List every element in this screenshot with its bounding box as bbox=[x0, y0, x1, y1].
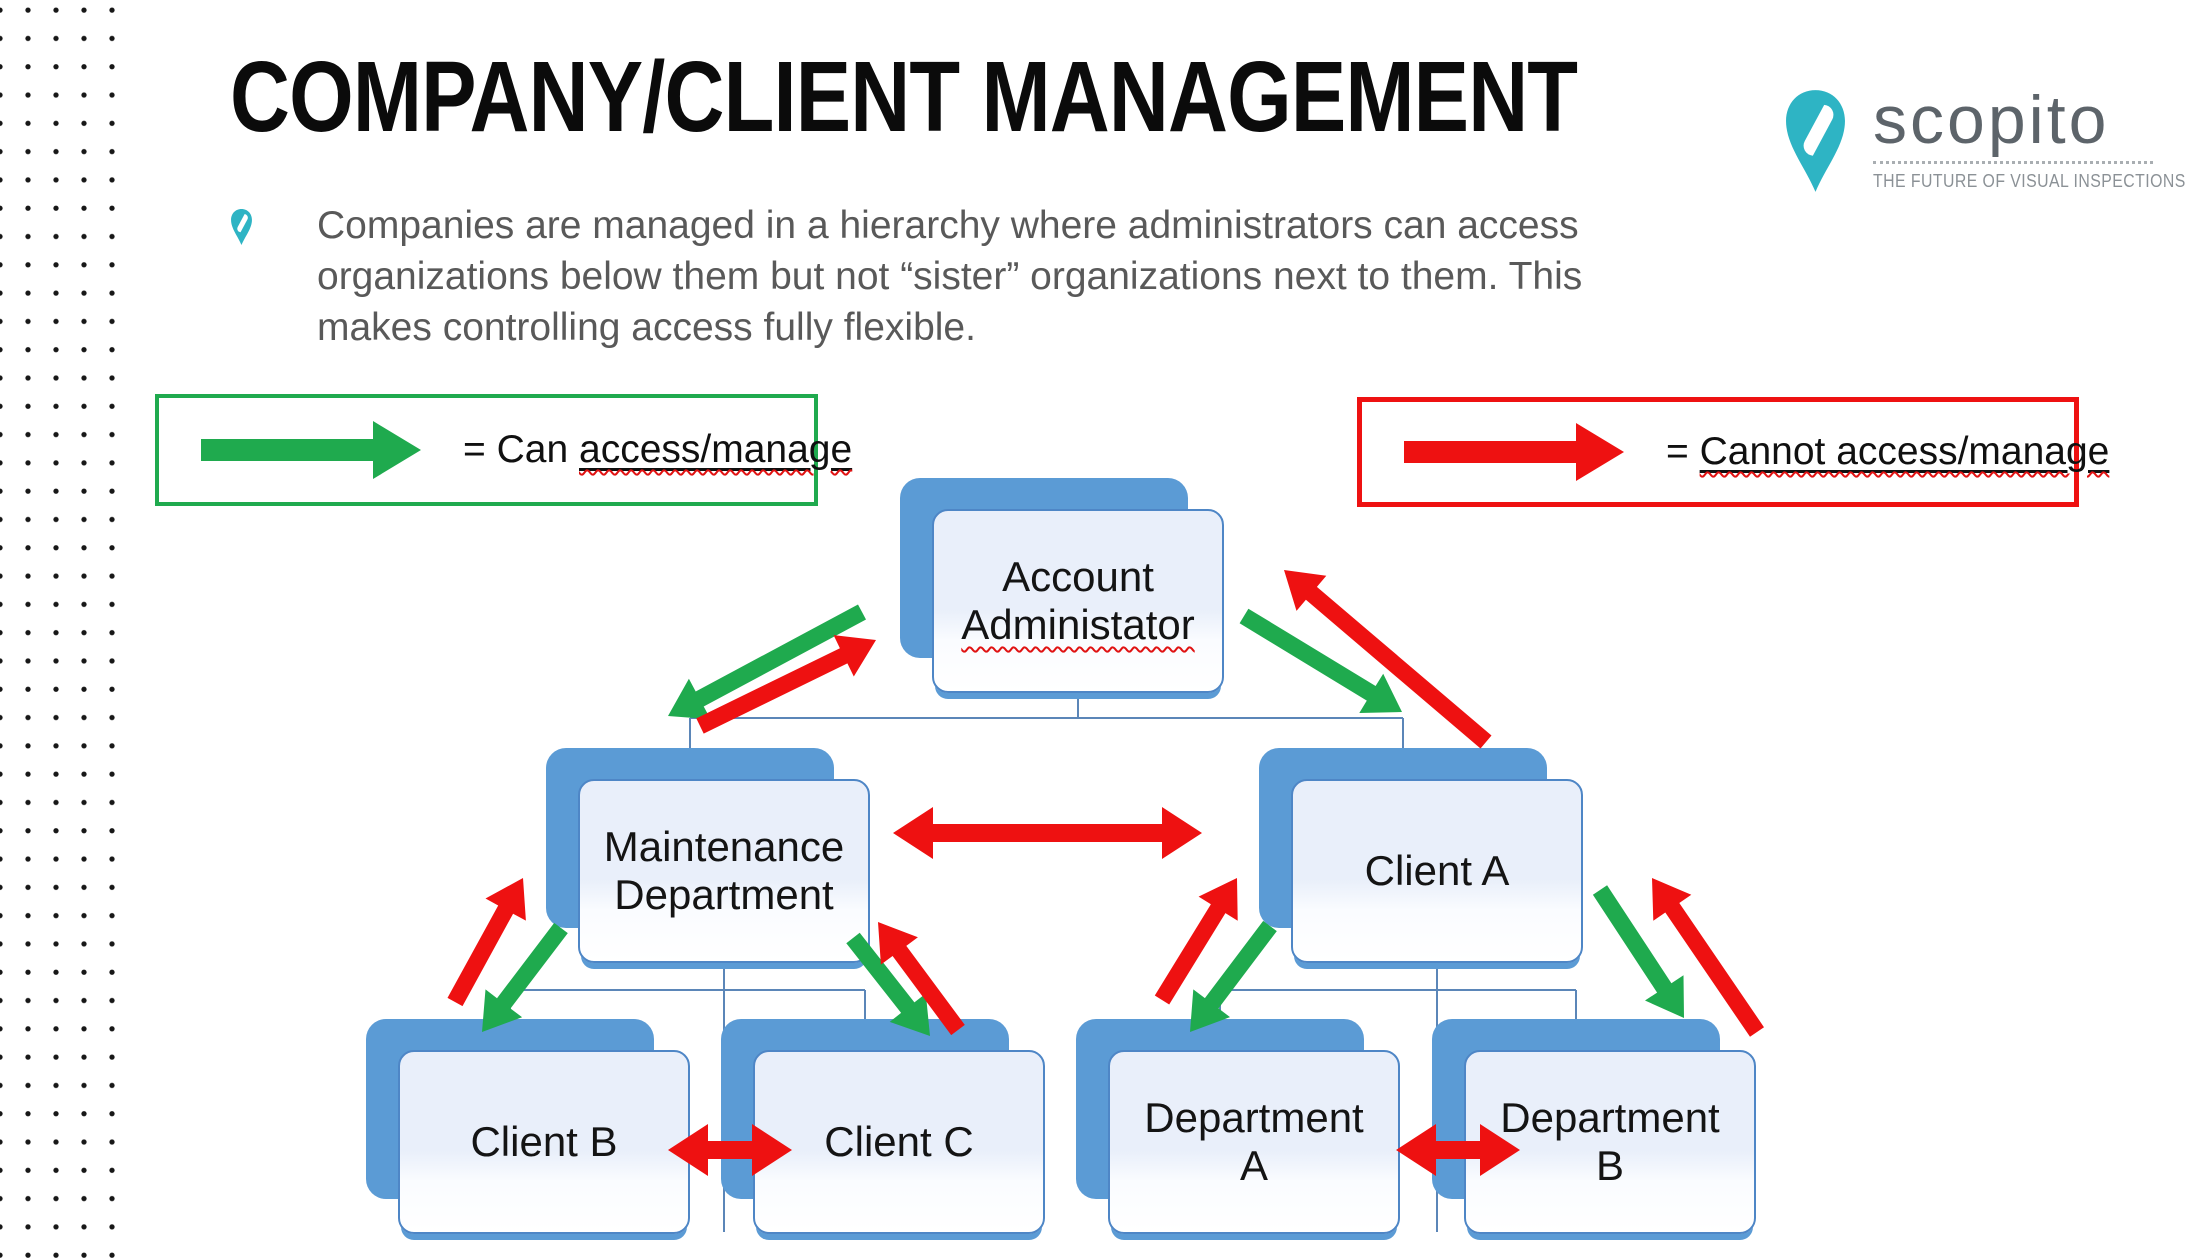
arrow-cannot-e5 bbox=[893, 807, 1202, 859]
green-arrow-icon bbox=[201, 421, 421, 479]
scopito-pin-icon bbox=[1786, 90, 1845, 192]
node-client-c: Client C bbox=[721, 1019, 1045, 1234]
arrow-can-e3 bbox=[1239, 608, 1402, 713]
bullet-paragraph-row: Companies are managed in a hierarchy whe… bbox=[228, 200, 1582, 353]
node-client-a: Client A bbox=[1259, 748, 1583, 963]
arrow-cannot-e11 bbox=[1154, 878, 1238, 1005]
page-title: COMPANY/CLIENT MANAGEMENT bbox=[230, 41, 1578, 153]
legend-can-access: = Can access/manage bbox=[155, 394, 852, 506]
bullet-line-2: organizations below them but not “sister… bbox=[317, 255, 1583, 298]
logo-dotted-divider bbox=[1873, 161, 2153, 164]
arrow-can-e13 bbox=[1592, 885, 1684, 1018]
dot-pattern-decoration bbox=[0, 0, 122, 1259]
node-front-card: Client A bbox=[1291, 779, 1583, 963]
brand-wordmark: scopito bbox=[1873, 82, 2110, 158]
arrow-cannot-e4 bbox=[1284, 570, 1492, 749]
scopito-pin-bullet-icon bbox=[231, 208, 252, 246]
bullet-paragraph: Companies are managed in a hierarchy whe… bbox=[317, 200, 1582, 353]
arrow-cannot-e2 bbox=[696, 635, 876, 734]
legend-cannot-access: = Cannot access/manage bbox=[1357, 397, 2109, 507]
node-client-b: Client B bbox=[366, 1019, 690, 1234]
node-front-card: Client B bbox=[398, 1050, 690, 1234]
arrow-cannot-e6 bbox=[447, 878, 526, 1007]
legend-cannot-label: = Cannot access/manage bbox=[1666, 430, 2110, 473]
node-front-card: Client C bbox=[753, 1050, 1045, 1234]
brand-tagline: THE FUTURE OF VISUAL INSPECTIONS bbox=[1873, 171, 2186, 191]
red-arrow-icon bbox=[1404, 423, 1624, 481]
scopito-logo: scopito THE FUTURE OF VISUAL INSPECTIONS bbox=[1782, 85, 2205, 197]
bullet-line-3: makes controlling access fully flexible. bbox=[317, 306, 976, 349]
legend-can-label: = Can access/manage bbox=[463, 428, 853, 471]
arrow-cannot-e14 bbox=[1652, 878, 1764, 1037]
arrow-can-e1 bbox=[668, 604, 866, 720]
bullet-line-1: Companies are managed in a hierarchy whe… bbox=[317, 204, 1579, 247]
